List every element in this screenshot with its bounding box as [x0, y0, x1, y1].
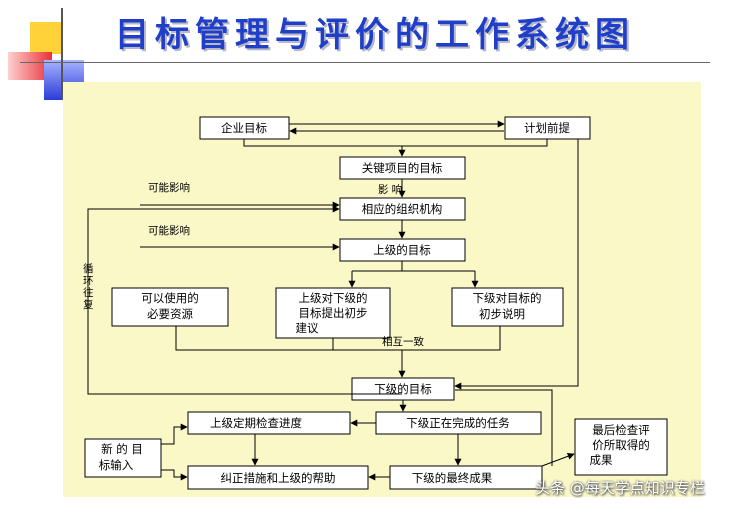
label-possible-influence-2: 可能影响 — [148, 224, 190, 237]
decor-yellow-square — [30, 22, 62, 54]
svg-text:纠正措施和上级的帮助: 纠正措施和上级的帮助 — [221, 471, 336, 485]
box-enterprise-goal: 企业目标 — [199, 116, 290, 140]
box-periodic-check: 上级定期检查进度 — [187, 411, 351, 435]
svg-text:上级定期检查进度: 上级定期检查进度 — [210, 416, 302, 430]
box-org-structure: 相应的组织机构 — [339, 197, 466, 221]
box-subordinate-explain: 下级对目标的 初步说明 — [451, 287, 564, 327]
page-title: 目标管理与评价的工作系统图 — [115, 15, 635, 55]
decor-vertical-line — [61, 8, 63, 100]
svg-text:环: 环 — [83, 275, 94, 287]
svg-text:关键项目的目标: 关键项目的目标 — [362, 161, 443, 175]
box-key-project-goal: 关键项目的目标 — [339, 156, 466, 180]
connectors — [87, 120, 579, 481]
svg-text:计划前提: 计划前提 — [524, 121, 570, 135]
label-influence: 影 响 — [378, 183, 402, 196]
box-plan-premise: 计划前提 — [504, 116, 591, 140]
svg-text:循: 循 — [83, 262, 94, 275]
svg-text:企业目标: 企业目标 — [221, 121, 267, 135]
svg-text:必要资源: 必要资源 — [147, 307, 193, 321]
svg-text:目标提出初步: 目标提出初步 — [299, 306, 368, 320]
svg-text:标输入: 标输入 — [99, 458, 134, 472]
label-possible-influence-1: 可能影响 — [148, 181, 190, 194]
box-superior-proposal: 上级对下级的 目标提出初步 建议 — [275, 287, 391, 339]
svg-text:价所取得的: 价所取得的 — [592, 438, 650, 452]
svg-text:相应的组织机构: 相应的组织机构 — [362, 202, 443, 216]
box-superior-goal: 上级的目标 — [339, 238, 466, 262]
label-cycle: 循 环 往 复 — [83, 262, 94, 311]
svg-text:复: 复 — [83, 298, 94, 311]
box-final-results: 下级的最终成果 — [389, 465, 543, 490]
label-mutual-agreement: 相互一致 — [382, 335, 424, 348]
svg-text:下级正在完成的任务: 下级正在完成的任务 — [406, 416, 510, 430]
svg-text:最后检查评: 最后检查评 — [592, 423, 650, 437]
decor-horizontal-line — [20, 62, 710, 63]
svg-text:下级对目标的: 下级对目标的 — [473, 291, 542, 305]
svg-text:可以使用的: 可以使用的 — [141, 291, 199, 305]
svg-text:下级的目标: 下级的目标 — [374, 382, 432, 396]
box-available-resources: 可以使用的 必要资源 — [111, 287, 229, 327]
box-corrective-help: 纠正措施和上级的帮助 — [187, 465, 369, 490]
svg-text:初步说明: 初步说明 — [479, 307, 525, 321]
svg-text:往: 往 — [83, 286, 94, 299]
svg-text:成果: 成果 — [590, 453, 613, 467]
svg-text:新 的 目: 新 的 目 — [101, 442, 143, 456]
box-new-goal-input: 新 的 目 标输入 — [84, 438, 162, 478]
watermark: 头条 @每天学点知识专栏 — [535, 479, 705, 497]
svg-text:建议: 建议 — [296, 321, 319, 335]
box-subordinate-goal: 下级的目标 — [351, 377, 455, 401]
box-final-check: 最后检查评 价所取得的 成果 — [574, 418, 668, 476]
box-tasks-in-progress: 下级正在完成的任务 — [375, 411, 542, 435]
svg-text:下级的最终成果: 下级的最终成果 — [412, 471, 493, 485]
svg-text:上级的目标: 上级的目标 — [373, 243, 431, 257]
svg-text:上级对下级的: 上级对下级的 — [299, 291, 368, 305]
